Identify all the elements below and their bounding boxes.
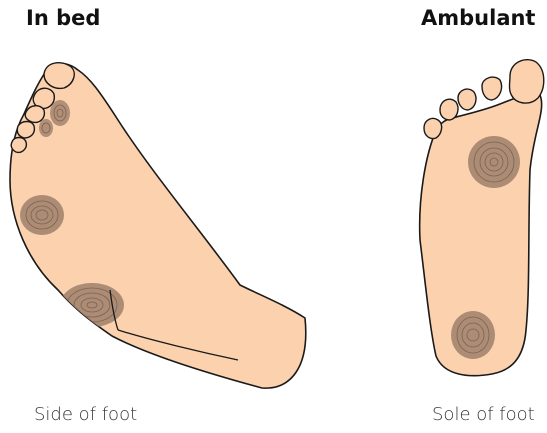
toe-fourth bbox=[17, 122, 34, 139]
sole-toe-fourth bbox=[440, 99, 458, 120]
pressure-area-ball-of-foot bbox=[468, 136, 520, 188]
toe-little bbox=[11, 138, 26, 153]
pressure-area-toe-tip bbox=[50, 100, 70, 126]
caption-sole-of-foot: Sole of foot bbox=[432, 404, 535, 425]
sole-toe-little bbox=[424, 118, 442, 138]
pressure-area-sole-heel bbox=[451, 311, 495, 359]
caption-side-of-foot: Side of foot bbox=[34, 404, 137, 425]
sole-toe-second bbox=[482, 77, 502, 100]
sole-toe-third bbox=[458, 89, 476, 110]
toe-big bbox=[44, 63, 74, 89]
foot-sole-view bbox=[420, 60, 544, 376]
pressure-area-lateral-edge bbox=[20, 195, 64, 235]
sole-toe-big bbox=[510, 60, 544, 103]
pressure-area-toe-joint bbox=[39, 119, 53, 137]
pressure-area-heel bbox=[60, 283, 124, 327]
toe-third bbox=[25, 106, 44, 123]
foot-side-view bbox=[10, 63, 306, 388]
